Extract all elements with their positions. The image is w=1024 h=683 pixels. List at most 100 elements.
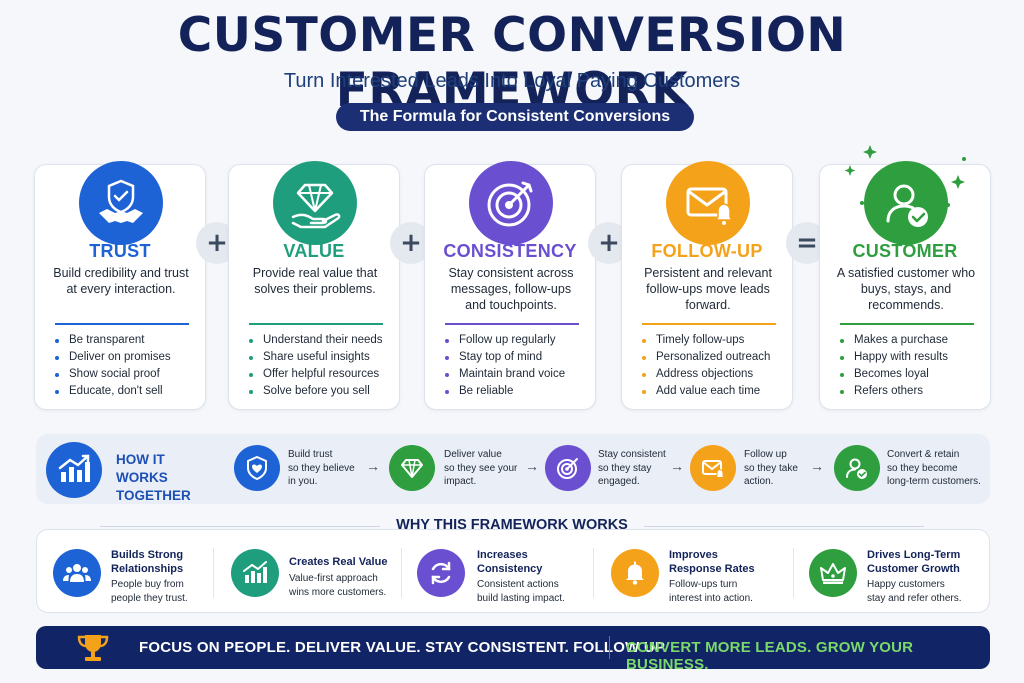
crown-icon [809, 549, 857, 597]
card-consistency: CONSISTENCY Stay consistent across messa… [424, 161, 596, 410]
list-item: Offer helpful resources [249, 366, 383, 383]
list-item: Be transparent [55, 332, 171, 349]
divider [213, 548, 214, 598]
card-rule [55, 323, 189, 325]
step-text: Convert & retain so they become long-ter… [887, 449, 981, 487]
growth-chart-icon [46, 442, 102, 498]
why-heading: Builds Strong Relationships [111, 549, 184, 575]
how-it-works-title: HOW IT WORKS TOGETHER [116, 452, 191, 503]
card-heading: FOLLOW-UP [651, 241, 763, 261]
card-rule [840, 323, 974, 325]
envelope-bell-icon [690, 445, 736, 491]
why-heading: Creates Real Value [289, 556, 388, 568]
card-desc: Build credibility and trust at every int… [53, 266, 189, 296]
card-follow-up: FOLLOW-UP Persistent and relevant follow… [621, 161, 793, 410]
arrow-right-icon: → [525, 458, 539, 474]
how-it-works-panel: HOW IT WORKS TOGETHER Build trust so the… [36, 434, 990, 504]
why-title: WHY THIS FRAMEWORK WORKS [396, 517, 628, 533]
card-bullets: Makes a purchase Happy with results Beco… [840, 332, 948, 400]
step-text: Follow up so they take action. [744, 449, 798, 487]
list-item: Show social proof [55, 366, 171, 383]
list-item: Refers others [840, 383, 948, 400]
list-item: Share useful insights [249, 349, 383, 366]
why-desc: Follow-ups turn interest into action. [669, 579, 753, 604]
step-text: Deliver value so they see your impact. [444, 449, 518, 487]
why-desc: Consistent actions build lasting impact. [477, 579, 565, 604]
page-title: CUSTOMER CONVERSION FRAMEWORK [177, 8, 847, 118]
divider [401, 548, 402, 598]
list-item: Happy with results [840, 349, 948, 366]
card-desc: A satisfied customer who buys, stays, an… [836, 266, 976, 312]
card-bullets: Understand their needs Share useful insi… [249, 332, 383, 400]
list-item: Deliver on promises [55, 349, 171, 366]
customer-check-icon [864, 161, 948, 245]
refresh-icon [417, 549, 465, 597]
banner-right-text: CONVERT MORE LEADS. GROW YOUR BUSINESS. [626, 639, 914, 673]
card-desc: Persistent and relevant follow-ups move … [644, 266, 772, 312]
diamond-hand-icon [273, 161, 357, 245]
handshake-shield-icon [79, 161, 163, 245]
heart-shield-icon [234, 445, 280, 491]
bottom-banner: FOCUS ON PEOPLE. DELIVER VALUE. STAY CON… [36, 626, 990, 673]
list-item: Maintain brand voice [445, 366, 565, 383]
divider-line [644, 526, 924, 527]
why-heading: Drives Long-Term Customer Growth [867, 549, 961, 575]
card-rule [642, 323, 776, 325]
step-text: Build trust so they believe in you. [288, 449, 355, 487]
step-text: Stay consistent so they stay engaged. [598, 449, 666, 487]
page-subtitle: Turn Interested Leads Into Loyal Paying … [283, 70, 741, 92]
diamond-icon [389, 445, 435, 491]
card-customer: CUSTOMER A satisfied customer who buys, … [819, 145, 991, 410]
list-item: Educate, don't sell [55, 383, 171, 400]
list-item: Understand their needs [249, 332, 383, 349]
arrow-right-icon: → [366, 458, 380, 474]
why-desc: Happy customers stay and refer others. [867, 579, 962, 604]
envelope-bell-icon [666, 161, 750, 245]
why-desc: People buy from people they trust. [111, 579, 188, 604]
card-trust: TRUST Build credibility and trust at eve… [34, 161, 206, 410]
list-item: Add value each time [642, 383, 770, 400]
formula-pill: The Formula for Consistent Conversions [336, 103, 694, 131]
card-rule [445, 323, 579, 325]
card-desc: Stay consistent across messages, follow-… [448, 266, 574, 312]
card-bullets: Follow up regularly Stay top of mind Mai… [445, 332, 565, 400]
divider [593, 548, 594, 598]
card-heading: TRUST [89, 241, 151, 261]
divider-line [100, 526, 380, 527]
why-heading: Improves Response Rates [669, 549, 755, 575]
sparkles-icon [844, 145, 966, 207]
list-item: Solve before you sell [249, 383, 383, 400]
why-panel: Builds Strong Relationships People buy f… [36, 529, 990, 613]
arrow-right-icon: → [670, 458, 684, 474]
card-heading: CONSISTENCY [443, 241, 577, 261]
target-icon [469, 161, 553, 245]
card-heading: VALUE [283, 241, 345, 261]
list-item: Follow up regularly [445, 332, 565, 349]
list-item: Timely follow-ups [642, 332, 770, 349]
card-bullets: Be transparent Deliver on promises Show … [55, 332, 171, 400]
arrow-right-icon: → [810, 458, 824, 474]
card-rule [249, 323, 383, 325]
list-item: Be reliable [445, 383, 565, 400]
card-heading: CUSTOMER [852, 241, 958, 261]
card-bullets: Timely follow-ups Personalized outreach … [642, 332, 770, 400]
customer-check-icon [834, 445, 880, 491]
banner-left-text: FOCUS ON PEOPLE. DELIVER VALUE. STAY CON… [139, 639, 668, 656]
group-icon [53, 549, 101, 597]
card-desc: Provide real value that solves their pro… [252, 266, 378, 296]
list-item: Becomes loyal [840, 366, 948, 383]
list-item: Address objections [642, 366, 770, 383]
why-heading: Increases Consistency [477, 549, 543, 575]
card-value: VALUE Provide real value that solves the… [228, 161, 400, 410]
list-item: Makes a purchase [840, 332, 948, 349]
list-item: Stay top of mind [445, 349, 565, 366]
divider [793, 548, 794, 598]
target-icon [545, 445, 591, 491]
bar-growth-icon [231, 549, 279, 597]
bell-icon [611, 549, 659, 597]
plus-operator: + [390, 222, 432, 264]
list-item: Personalized outreach [642, 349, 770, 366]
banner-separator [609, 636, 610, 659]
trophy-icon [77, 635, 109, 661]
why-desc: Value-first approach wins more customers… [289, 573, 387, 598]
